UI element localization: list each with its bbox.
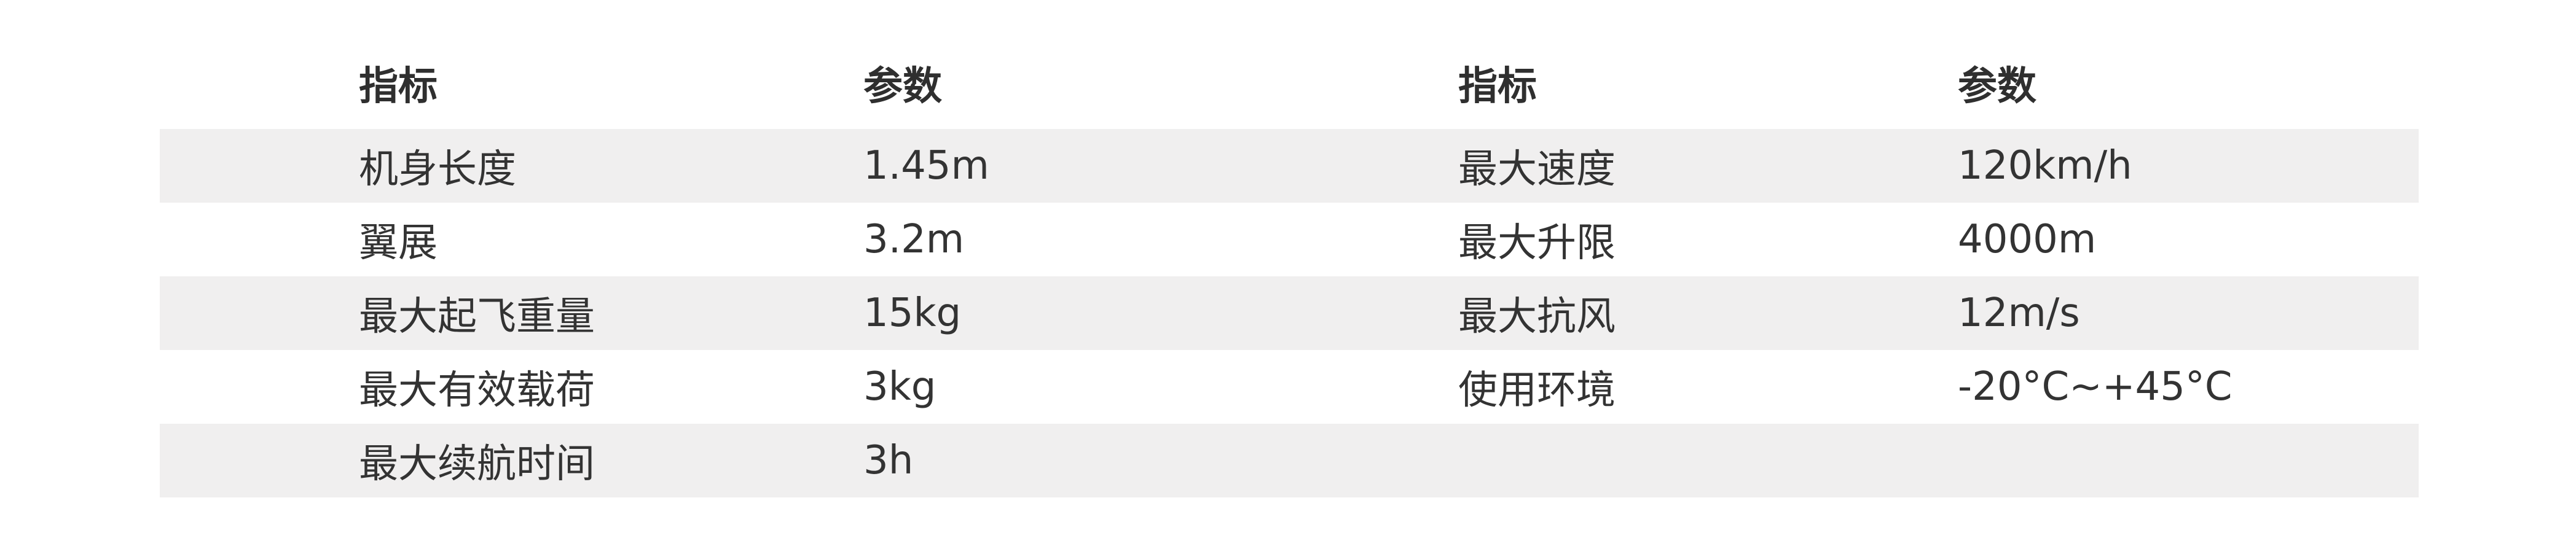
spec-value: 3.2m: [863, 217, 965, 262]
spec-name: 最大速度: [1458, 147, 1616, 192]
table-row: 最大有效载荷 3kg 使用环境 -20°C~+45°C: [160, 350, 2419, 424]
spec-name: 机身长度: [359, 147, 516, 192]
spec-name: 最大有效载荷: [359, 368, 595, 413]
spec-name: 翼展: [359, 220, 438, 266]
spec-name: 最大起飞重量: [359, 294, 595, 340]
header-parameter-right: 参数: [1958, 64, 2036, 109]
spec-name: 使用环境: [1458, 368, 1616, 413]
table-row: 机身长度 1.45m 最大速度 120km/h: [160, 129, 2419, 203]
spec-name: 最大续航时间: [359, 442, 595, 487]
spec-value: 1.45m: [863, 143, 989, 189]
spec-value: 120km/h: [1958, 143, 2132, 189]
table-header-row: 指标 参数 指标 参数: [160, 37, 2419, 129]
spec-value: 15kg: [863, 290, 962, 336]
spec-value: 4000m: [1958, 217, 2097, 262]
spec-value: 12m/s: [1958, 290, 2080, 336]
spec-value: -20°C~+45°C: [1958, 364, 2232, 410]
table-row: 最大续航时间 3h: [160, 424, 2419, 497]
header-parameter-left: 参数: [863, 64, 942, 109]
table-row: 最大起飞重量 15kg 最大抗风 12m/s: [160, 276, 2419, 350]
header-indicator-left: 指标: [359, 64, 438, 109]
spec-value: 3h: [863, 438, 914, 483]
spec-name: 最大抗风: [1458, 294, 1616, 340]
header-indicator-right: 指标: [1458, 64, 1537, 109]
table-row: 翼展 3.2m 最大升限 4000m: [160, 203, 2419, 276]
spec-value: 3kg: [863, 364, 937, 410]
spec-table: 指标 参数 指标 参数 机身长度 1.45m 最大速度 120km/h 翼展 3…: [160, 37, 2419, 497]
spec-name: 最大升限: [1458, 220, 1616, 266]
